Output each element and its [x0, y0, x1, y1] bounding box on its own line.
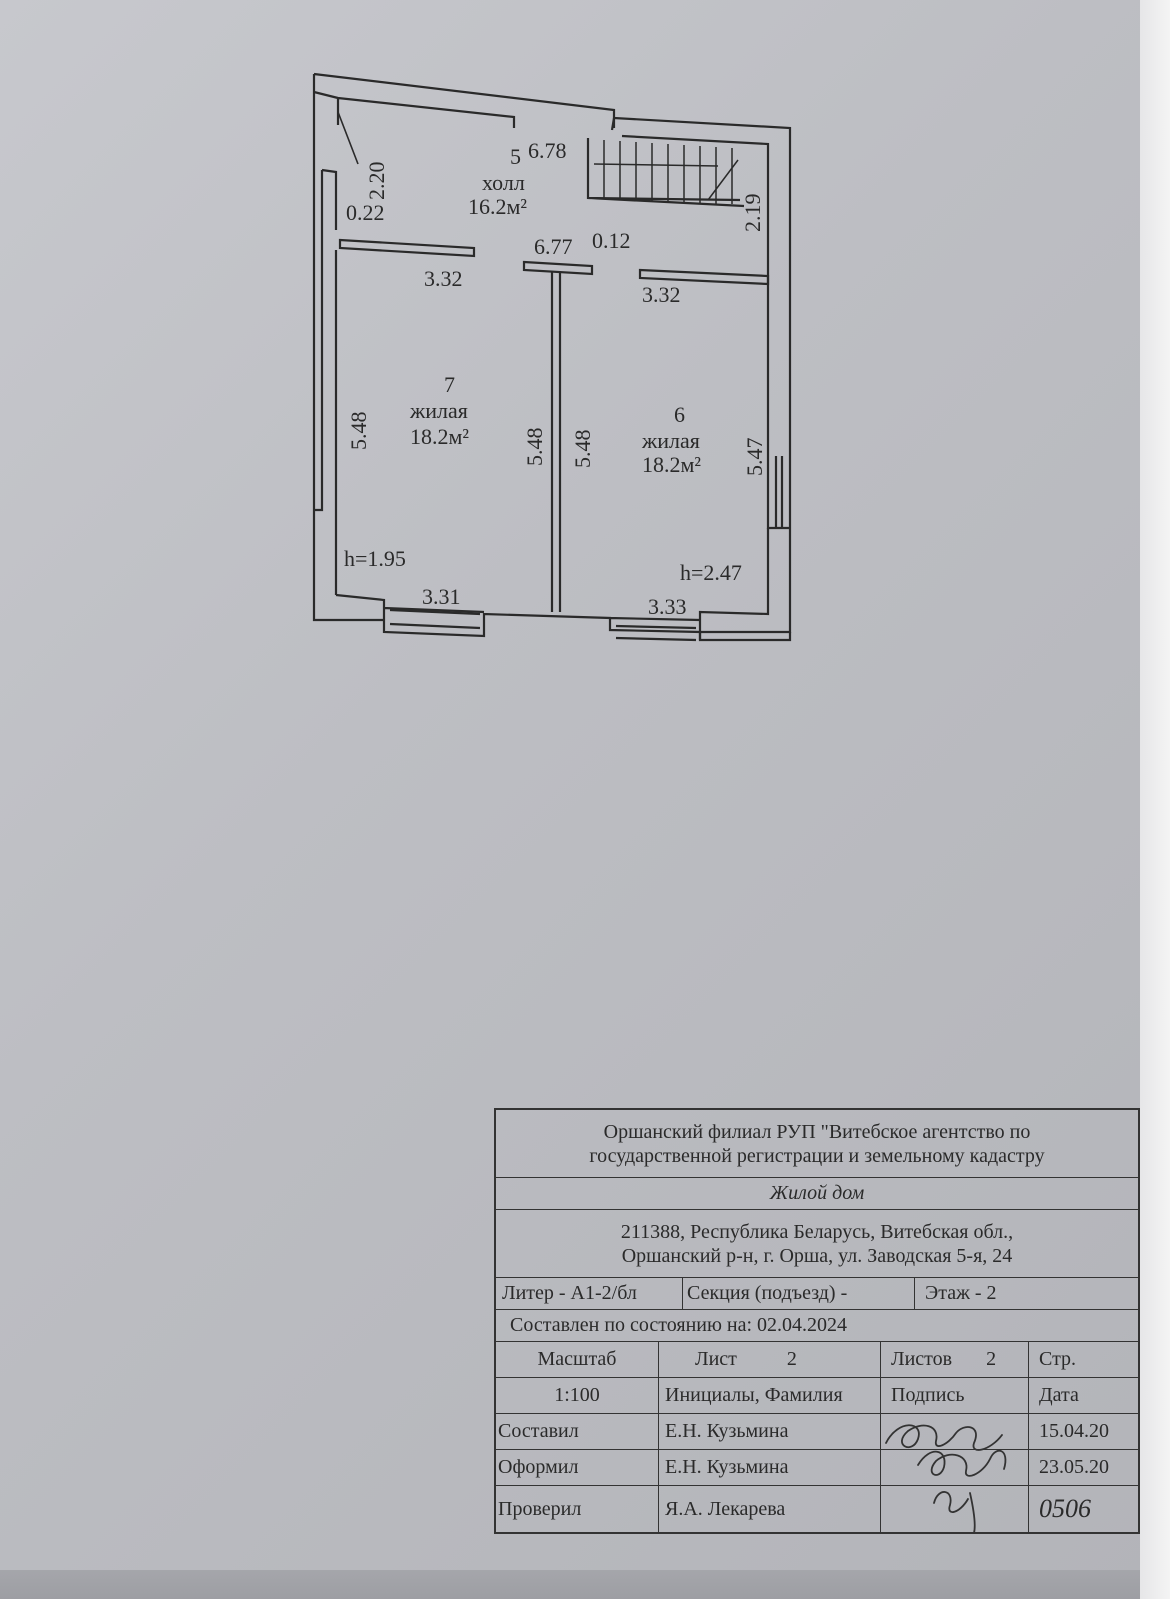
sheet-value: 2 — [786, 1348, 797, 1370]
stamp-address: 211388, Республика Беларусь, Витебская о… — [496, 1210, 1138, 1277]
stamp-scale-label: Масштаб — [537, 1348, 617, 1370]
room5-number: 5 — [510, 144, 521, 169]
stamp-section: Секция (подъезд) - — [682, 1278, 914, 1309]
sheets-value: 2 — [986, 1348, 997, 1370]
wall-inner-top-left — [313, 90, 516, 128]
person-date: 15.04.20 — [1028, 1414, 1138, 1449]
person-role: Оформил — [498, 1456, 579, 1478]
stamp-organization: Оршанский филиал РУП "Витебское агентств… — [496, 1110, 1138, 1177]
stamp-address-row: 211388, Республика Беларусь, Витебская о… — [496, 1210, 1138, 1278]
sheets-label: Листов — [891, 1348, 953, 1370]
dim-room7-bottom: 3.31 — [422, 584, 461, 609]
stamp-liter-row: Литер - А1-2/бл Секция (подъезд) - Этаж … — [496, 1278, 1138, 1310]
partition-center — [550, 272, 562, 612]
room7-name: жилая — [409, 398, 468, 423]
dim-stair: 2.19 — [740, 194, 765, 233]
person-signature — [880, 1486, 1028, 1532]
stamp-compiled-row: Составлен по состоянию на: 02.04.2024 — [496, 1310, 1138, 1342]
dim-partition: 0.12 — [592, 228, 631, 253]
window-right — [774, 456, 784, 528]
stamp-header-row: 1:100 Инициалы, Фамилия Подпись Дата — [496, 1378, 1138, 1414]
stamp-person-row: Составил Е.Н. Кузьмина 15.04.20 — [496, 1414, 1138, 1450]
sheet-label: Лист — [695, 1348, 737, 1370]
wall-outer-top-left — [312, 72, 616, 622]
person-role: Составил — [498, 1420, 579, 1442]
dim-room7-top: 3.32 — [424, 266, 463, 291]
dim-room6-top: 3.32 — [642, 282, 681, 307]
wall-top-right — [613, 116, 792, 634]
height-room6: h=2.47 — [680, 560, 742, 585]
window-bottom-left — [389, 608, 481, 630]
person-date: 0506 — [1028, 1486, 1138, 1532]
stamp-object: Жилой дом — [769, 1182, 865, 1204]
stamp-compiled-state: Составлен по состоянию на: 02.04.2024 — [510, 1314, 848, 1336]
dim-room7-left: 5.48 — [346, 412, 371, 451]
person-signature — [880, 1450, 1028, 1485]
dim-room6-right: 5.47 — [742, 438, 767, 477]
partition-room6-top — [638, 268, 770, 286]
room6-name: жилая — [641, 428, 700, 453]
stamp-liter: Литер - А1-2/бл — [502, 1282, 637, 1304]
window-bottom-right — [615, 624, 697, 642]
person-date: 23.05.20 — [1028, 1450, 1138, 1485]
room5-area: 16.2м² — [468, 194, 527, 219]
wall-bottom-right — [698, 528, 792, 642]
stair — [586, 138, 745, 208]
paper-sheet — [0, 0, 1140, 1599]
handwritten-signatures — [885, 1424, 1007, 1534]
room6-number: 6 — [674, 402, 685, 427]
dim-hall-small: 0.22 — [346, 200, 385, 225]
stamp-sheet: Лист 2 — [658, 1342, 880, 1377]
door-swing — [337, 111, 359, 165]
height-room7: h=1.95 — [344, 546, 406, 571]
address-line-1: 211388, Республика Беларусь, Витебская о… — [620, 1220, 1014, 1243]
person-role: Проверил — [498, 1497, 582, 1520]
org-line-2: государственной регистрации и земельному… — [589, 1144, 1045, 1167]
stamp-sheets: Листов 2 — [880, 1342, 1028, 1377]
person-name: Е.Н. Кузьмина — [658, 1450, 880, 1485]
stamp-date-label: Дата — [1028, 1378, 1138, 1413]
partition-room7-top — [338, 238, 476, 258]
stamp-org-row: Оршанский филиал РУП "Витебское агентств… — [496, 1110, 1138, 1178]
person-signature — [880, 1414, 1028, 1449]
stamp-object-row: Жилой дом — [496, 1178, 1138, 1210]
dim-room6-bottom: 3.33 — [648, 594, 687, 619]
stamp-signature-label: Подпись — [880, 1378, 1028, 1413]
dim-hall-top: 6.78 — [528, 138, 567, 163]
person-name: Е.Н. Кузьмина — [658, 1414, 880, 1449]
person-name: Я.А. Лекарева — [658, 1486, 880, 1532]
room7-number: 7 — [444, 372, 455, 397]
stamp-person-row: Оформил Е.Н. Кузьмина 23.05.20 — [496, 1450, 1138, 1486]
stamp-floor: Этаж - 2 — [914, 1278, 1138, 1309]
room5-name: холл — [482, 170, 525, 195]
floor-plan: 6.78 5 холл 16.2м² 2.20 0.22 2.19 6.77 0… — [312, 72, 792, 642]
dim-hall-left: 2.20 — [364, 162, 389, 201]
stamp-page-label: Стр. — [1028, 1342, 1138, 1377]
stamp-scale-value: 1:100 — [554, 1384, 600, 1406]
stamp-initials-label: Инициалы, Фамилия — [658, 1378, 880, 1413]
wall-left-inner — [314, 168, 338, 595]
paper-edge — [1140, 0, 1170, 1599]
dim-room6-left: 5.48 — [570, 430, 595, 469]
title-block: Оршанский филиал РУП "Витебское агентств… — [494, 1108, 1140, 1534]
room6-area: 18.2м² — [642, 452, 701, 477]
stamp-person-row: Проверил Я.А. Лекарева 0506 — [496, 1486, 1138, 1532]
address-line-2: Оршанский р-н, г. Орша, ул. Заводская 5-… — [621, 1244, 1013, 1267]
room7-area: 18.2м² — [410, 424, 469, 449]
stamp-sheet-row: Масштаб Лист 2 Листов 2 Стр. — [496, 1342, 1138, 1378]
org-line-1: Оршанский филиал РУП "Витебское агентств… — [603, 1120, 1031, 1143]
dim-hall-bottom: 6.77 — [534, 234, 573, 259]
partition-center-cap — [522, 260, 594, 276]
paper-fold — [0, 1570, 1140, 1599]
wall-bottom — [335, 593, 702, 640]
dim-room7-right: 5.48 — [522, 428, 547, 467]
